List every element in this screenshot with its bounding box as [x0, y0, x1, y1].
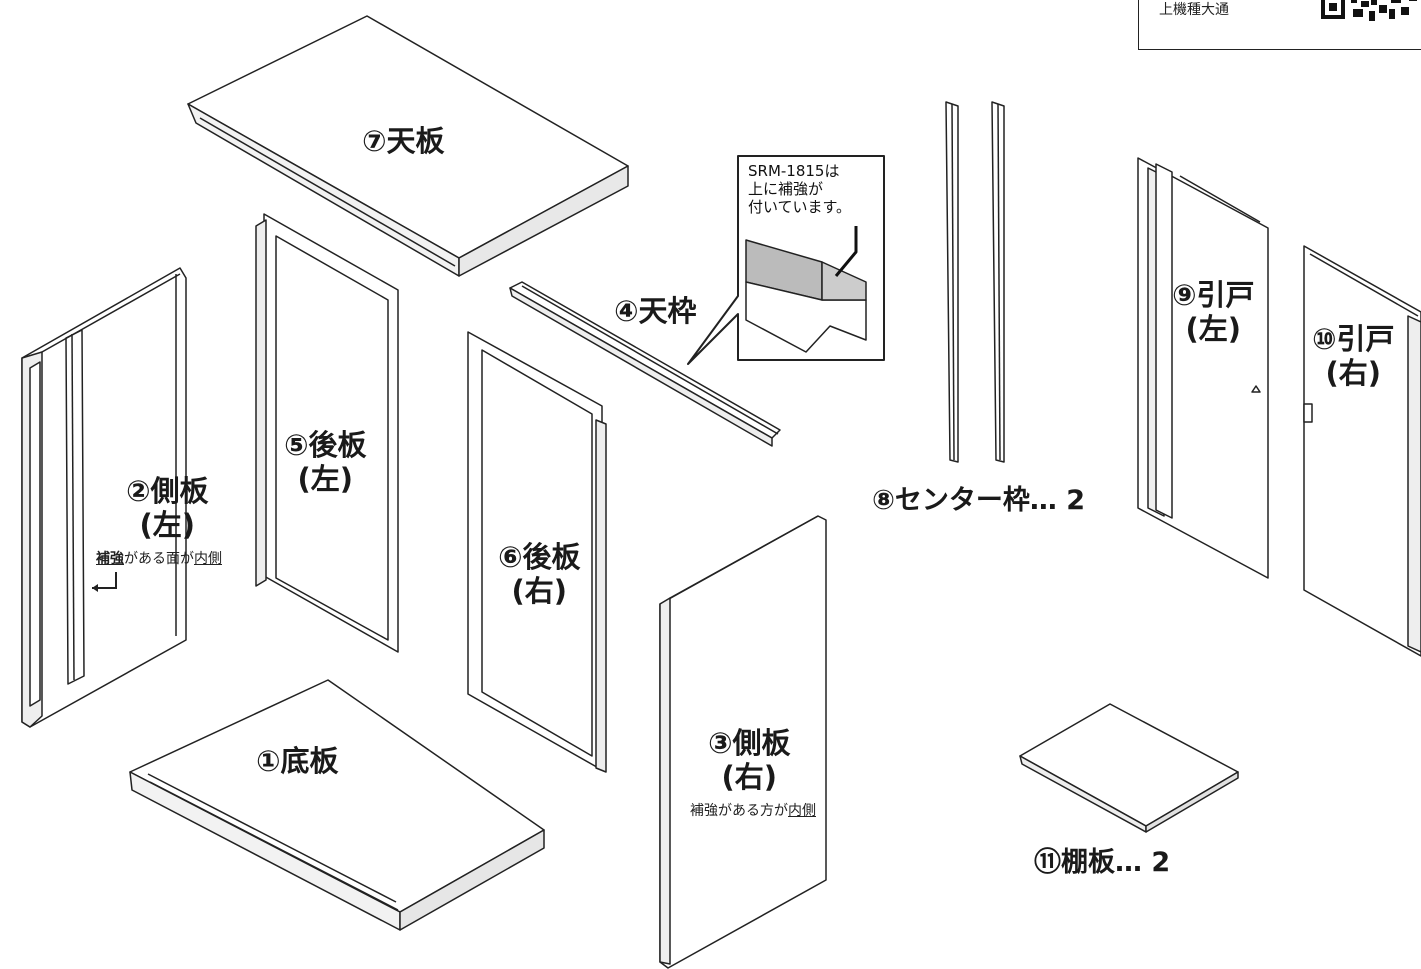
qr-code-icon[interactable]: [1321, 0, 1417, 23]
part-label-right-side-panel: ③側板 (右): [708, 726, 791, 794]
qr-code-box: 上機種大通: [1138, 0, 1421, 50]
center-frames-drawing: [945, 101, 1005, 463]
part-label-bottom-panel: ①底板: [256, 744, 339, 778]
part-label-top-panel: ⑦天板: [362, 124, 445, 158]
right-sliding-door-drawing: [1303, 245, 1421, 657]
part-label-center-frame: ⑧センター枠… 2: [872, 485, 1086, 516]
top-panel-drawing: [187, 15, 629, 277]
part-label-shelf: ⑪棚板… 2: [1034, 847, 1171, 878]
shelf-drawing: [1019, 703, 1239, 833]
callout-text: SRM-1815は 上に補強が 付いています。: [748, 162, 852, 216]
reinforcement-arrow: [92, 572, 117, 589]
right-side-panel-note: 補強がある方が内側: [690, 803, 816, 819]
right-back-panel-drawing: [467, 331, 607, 773]
bottom-panel-drawing: [129, 679, 545, 931]
part-label-top-frame: ④天枠: [614, 294, 697, 328]
left-back-panel-drawing: [255, 213, 399, 653]
qr-box-text: 上機種大通: [1159, 2, 1229, 18]
part-label-left-back-panel: ⑤後板 (左): [284, 428, 367, 496]
left-side-panel-note: 補強がある面が内側: [96, 551, 222, 567]
top-frame-drawing: [509, 281, 781, 447]
callout-bubble-drawing: [687, 155, 885, 365]
part-label-left-sliding-door: ⑨引戸 (左): [1172, 278, 1255, 346]
part-label-right-sliding-door: ⑩引戸 (右): [1312, 322, 1395, 390]
part-label-right-back-panel: ⑥後板 (右): [498, 540, 581, 608]
part-label-left-side-panel: ②側板 (左): [126, 474, 209, 542]
right-side-panel-drawing: [659, 515, 827, 969]
left-side-panel-drawing: [21, 267, 187, 728]
left-sliding-door-drawing: [1137, 157, 1269, 579]
